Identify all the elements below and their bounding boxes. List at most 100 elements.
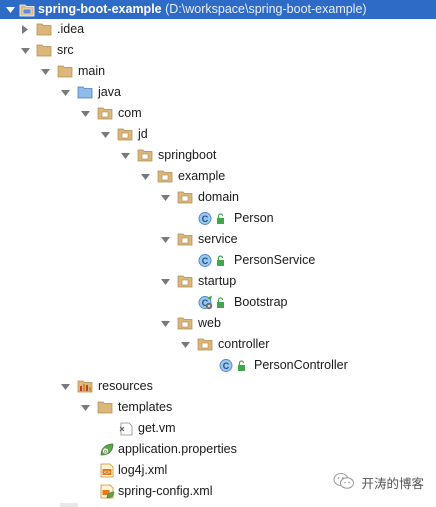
chevron-down-icon[interactable] (99, 124, 111, 145)
package-icon (177, 316, 193, 331)
tree-node-get-vm[interactable]: get.vm (0, 418, 436, 439)
tree-label: spring-config.xml (118, 484, 213, 498)
package-icon (177, 232, 193, 247)
tree-label: get.vm (138, 421, 176, 435)
folder-icon (97, 400, 113, 415)
xml-file-icon: <> (99, 463, 115, 478)
tree-label: startup (198, 274, 237, 288)
folder-icon (36, 43, 52, 58)
svg-text:C: C (223, 361, 230, 371)
folder-icon (57, 64, 73, 79)
spring-xml-icon (99, 484, 115, 499)
tree-label: Bootstrap (234, 295, 288, 309)
package-icon (177, 274, 193, 289)
tree-label: templates (118, 400, 173, 414)
svg-text:o: o (104, 449, 107, 455)
package-icon (97, 106, 113, 121)
svg-text:C: C (202, 214, 209, 224)
source-folder-icon (77, 85, 93, 100)
package-icon (137, 148, 153, 163)
tree-label: PersonController (254, 358, 348, 372)
tree-label: main (78, 64, 106, 78)
project-path: (D:\workspace\spring-boot-example) (165, 2, 367, 16)
chevron-down-icon[interactable] (159, 313, 171, 334)
tree-node-java[interactable]: java (0, 82, 436, 103)
tree-label: service (198, 232, 238, 246)
svg-text:C: C (202, 298, 209, 308)
tree-label: resources (98, 379, 153, 393)
package-icon (157, 169, 173, 184)
tree-node-person[interactable]: C Person (0, 208, 436, 229)
class-icon: C (198, 253, 228, 268)
folder-icon (36, 22, 52, 37)
chevron-down-icon[interactable] (79, 103, 91, 124)
chevron-down-icon[interactable] (59, 82, 71, 103)
tree-node-spring-config-xml[interactable]: spring-config.xml (0, 481, 436, 502)
tree-node-idea[interactable]: .idea (0, 19, 436, 40)
resources-folder-icon (77, 379, 93, 394)
watermark: 开涛的博客 (333, 472, 424, 493)
project-title: spring-boot-example (38, 2, 162, 16)
tree-label: log4j.xml (118, 463, 168, 477)
tree-label: .idea (57, 22, 85, 36)
svg-text:<>: <> (104, 470, 110, 476)
tree-node-example[interactable]: example (0, 166, 436, 187)
tree-node-templates[interactable]: templates (0, 397, 436, 418)
tree-node-application-properties[interactable]: o application.properties (0, 439, 436, 460)
spring-leaf-icon: o (99, 442, 115, 457)
chevron-down-icon[interactable] (159, 271, 171, 292)
chevron-down-icon[interactable] (19, 40, 31, 61)
class-icon: C (198, 211, 228, 226)
chevron-down-icon[interactable] (39, 61, 51, 82)
tree-node-startup[interactable]: startup (0, 271, 436, 292)
tree-label: com (118, 106, 142, 120)
tree-label: springboot (158, 148, 217, 162)
tree-label: domain (198, 190, 239, 204)
tree-label: jd (138, 127, 148, 141)
tree-node-service[interactable]: service (0, 229, 436, 250)
chevron-down-icon[interactable] (139, 166, 151, 187)
vm-file-icon (118, 421, 134, 436)
tree-label: java (98, 85, 121, 99)
project-folder-icon (19, 2, 35, 17)
tree-label: Person (234, 211, 274, 225)
main-class-icon: C (198, 295, 228, 310)
watermark-text: 开涛的博客 (361, 477, 424, 491)
project-name: spring-boot-example (D:\workspace\spring… (38, 0, 367, 18)
tree-label: example (178, 169, 226, 183)
tree-node-project-root[interactable]: spring-boot-example (D:\workspace\spring… (0, 0, 436, 19)
tree-node-domain[interactable]: domain (0, 187, 436, 208)
package-icon (177, 190, 193, 205)
tree-node-web[interactable]: web (0, 313, 436, 334)
chevron-down-icon[interactable] (179, 334, 191, 355)
tree-label: PersonService (234, 253, 316, 267)
class-icon: C (219, 358, 249, 373)
chevron-right-icon[interactable] (19, 19, 31, 40)
tree-node-controller[interactable]: controller (0, 334, 436, 355)
tree-label: src (57, 43, 74, 57)
svg-text:C: C (202, 256, 209, 266)
tree-node-log4j-xml[interactable]: <> log4j.xml (0, 460, 436, 481)
tree-node-src[interactable]: src (0, 40, 436, 61)
tree-node-com[interactable]: com (0, 103, 436, 124)
tree-node-springboot[interactable]: springboot (0, 145, 436, 166)
chevron-down-icon[interactable] (159, 187, 171, 208)
tree-node-main[interactable]: main (0, 61, 436, 82)
chevron-down-icon[interactable] (4, 0, 16, 19)
tree-node-jd[interactable]: jd (0, 124, 436, 145)
cut-off-row (60, 503, 78, 507)
tree-node-resources[interactable]: resources (0, 376, 436, 397)
chevron-down-icon[interactable] (79, 397, 91, 418)
tree-label: controller (218, 337, 270, 351)
chevron-down-icon[interactable] (59, 376, 71, 397)
tree-node-person-service[interactable]: C PersonService (0, 250, 436, 271)
tree-node-bootstrap[interactable]: C Bootstrap (0, 292, 436, 313)
chevron-down-icon[interactable] (159, 229, 171, 250)
package-icon (117, 127, 133, 142)
package-icon (197, 337, 213, 352)
tree-node-person-controller[interactable]: C PersonController (0, 355, 436, 376)
tree-label: web (198, 316, 221, 330)
chevron-down-icon[interactable] (119, 145, 131, 166)
wechat-icon (333, 472, 355, 493)
